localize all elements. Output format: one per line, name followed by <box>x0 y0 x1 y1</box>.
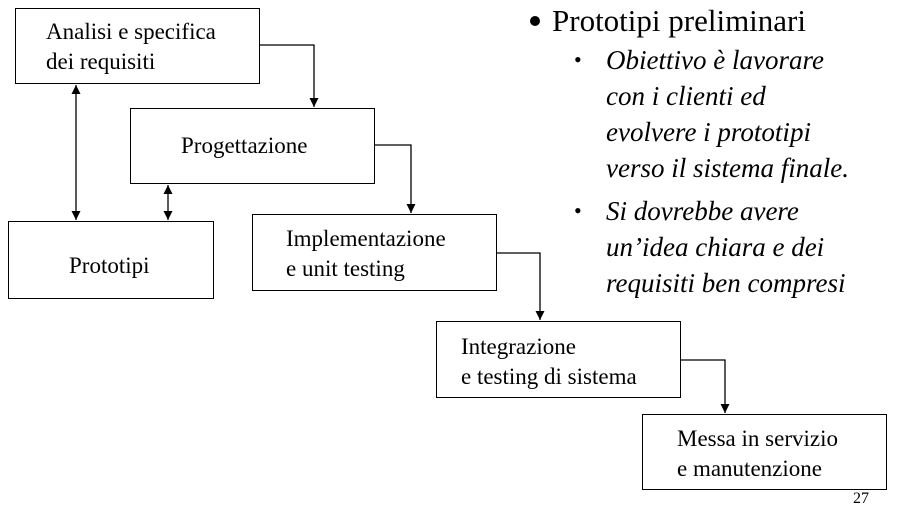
box-progettazione: Progettazione <box>130 108 375 184</box>
main-bullet: Prototipi preliminari <box>524 2 806 40</box>
sub-bullet-obiettivo: • Obiettivo è lavorare con i clienti ed … <box>574 42 849 186</box>
box-prototipi: Prototipi <box>8 221 214 299</box>
sub-bullet-line: verso il sistema finale. <box>606 153 849 183</box>
page-number: 27 <box>853 490 869 507</box>
sub-bullet-line: Si dovrebbe avere <box>606 196 799 226</box>
sub-bullet-line: evolvere i prototipi <box>606 117 811 147</box>
box-messa-in-servizio-manutenzione: Messa in servizio e manutenzione <box>642 414 887 490</box>
sub-bullet-idea-chiara: • Si dovrebbe avere un’idea chiara e dei… <box>574 193 845 301</box>
main-bullet-text: Prototipi preliminari <box>552 3 806 38</box>
bullet-dot-icon: • <box>574 198 582 223</box>
arrow-progettazione-to-implementazione <box>375 144 416 213</box>
box-label-line: e unit testing <box>286 256 405 281</box>
box-label-line: dei requisiti <box>46 49 156 74</box>
box-label-line: Progettazione <box>181 133 308 158</box>
sub-bullet-line: un’idea chiara e dei <box>606 232 825 262</box>
bullet-dot-icon: • <box>574 47 582 72</box>
box-label-line: Implementazione <box>286 226 446 251</box>
box-label-line: Integrazione <box>461 334 576 359</box>
box-label-line: Analisi e specifica <box>46 19 216 44</box>
box-integrazione-testing-sistema: Integrazione e testing di sistema <box>436 321 681 398</box>
sub-bullet-line: requisiti ben compresi <box>606 268 846 298</box>
box-implementazione-unit-testing: Implementazione e unit testing <box>252 214 497 291</box>
box-label-line: e testing di sistema <box>461 364 637 389</box>
arrow-implementazione-to-integrazione <box>497 252 545 320</box>
sub-bullet-line: Obiettivo è lavorare <box>606 45 824 75</box>
box-label-line: e manutenzione <box>677 456 822 481</box>
box-analisi-specifica-requisiti: Analisi e specifica dei requisiti <box>15 8 260 84</box>
box-label-line: Messa in servizio <box>677 426 838 451</box>
sub-bullet-line: con i clienti ed <box>606 81 766 111</box>
arrow-analisi-to-progettazione <box>260 44 319 107</box>
arrow-integrazione-to-messa <box>681 359 730 413</box>
box-label-line: Prototipi <box>69 253 150 278</box>
bullet-dot-icon <box>530 16 540 27</box>
